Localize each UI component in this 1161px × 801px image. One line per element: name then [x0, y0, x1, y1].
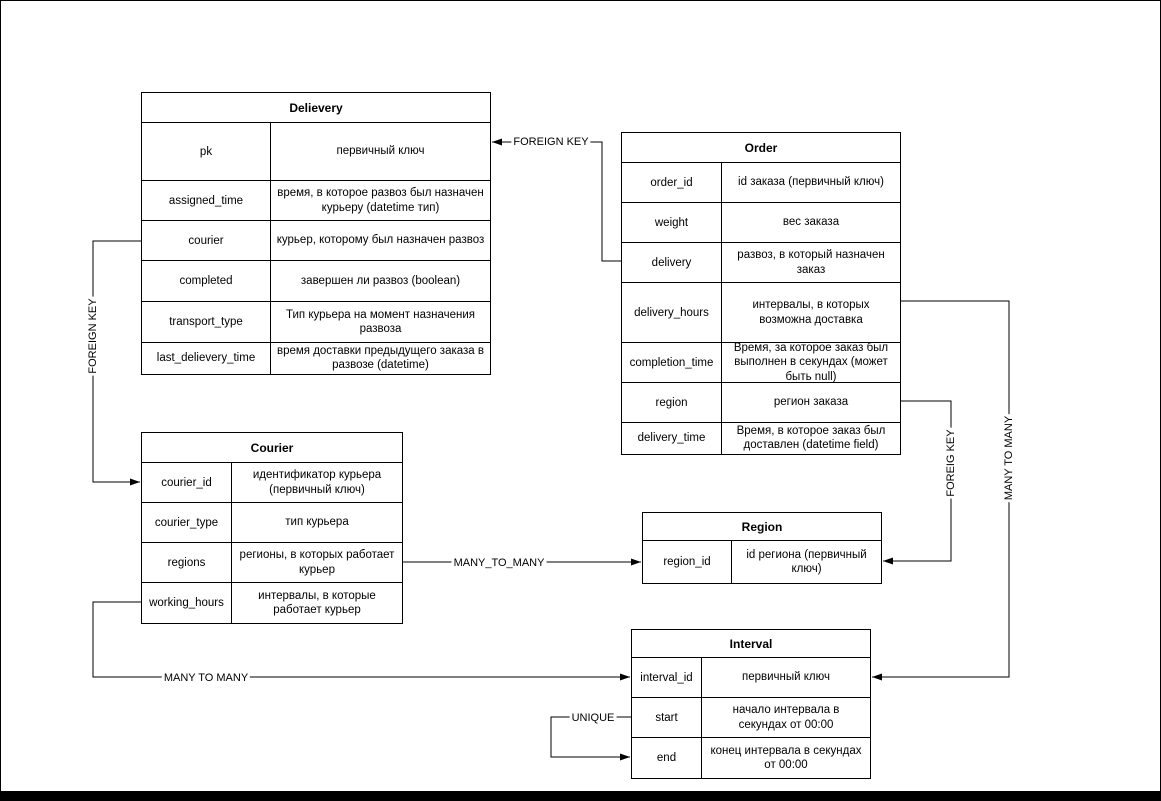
field-name-cell: pk	[142, 123, 271, 180]
relationship-label-foreign-key-delievery-courier: FOREIGN KEY	[87, 296, 99, 376]
table-row: region_id id региона (первичный ключ)	[643, 541, 881, 583]
table-row: courier_type тип курьера	[142, 503, 402, 543]
field-desc-cell: регион заказа	[773, 396, 849, 409]
table-row: order_id id заказа (первичный ключ)	[622, 163, 900, 203]
field-name-cell: start	[632, 698, 702, 737]
field-desc-cell: первичный ключ	[741, 671, 830, 684]
table-row: weight вес заказа	[622, 203, 900, 243]
edge-delievery-to-courier	[92, 240, 141, 486]
table-row: end конец интервала в секундах от 00:00	[632, 738, 870, 778]
table-row: last_delievery_time время доставки преды…	[142, 343, 490, 374]
table-row: delivery_hours интервалы, в которых возм…	[622, 283, 900, 343]
field-desc-cell: Время, за которое заказ был выполнен в с…	[733, 341, 889, 383]
field-name-cell: region	[622, 383, 722, 422]
table-row: courier_id идентификатор курьера (первич…	[142, 463, 402, 503]
table-title: Order	[622, 133, 900, 163]
table-interval: Interval interval_id первичный ключ star…	[631, 629, 871, 779]
field-name-cell: courier_id	[142, 463, 232, 502]
table-row: working_hours интервалы, в которые работ…	[142, 583, 402, 623]
field-name-cell: end	[632, 738, 702, 778]
table-row: courier курьер, которому был назначен ра…	[142, 221, 490, 261]
field-desc-cell: id региона (первичный ключ)	[746, 548, 867, 575]
table-row: interval_id первичный ключ	[632, 658, 870, 698]
field-desc-cell: интервалы, в которых возможна доставка	[752, 299, 870, 326]
field-desc-cell: идентификатор курьера (первичный ключ)	[252, 469, 382, 496]
table-title: Interval	[632, 630, 870, 658]
field-desc-cell: курьер, которому был назначен развоз	[276, 234, 485, 247]
table-title: Courier	[142, 433, 402, 463]
relationship-label-foreign-key-order-delievery: FOREIGN KEY	[511, 136, 591, 148]
field-desc-cell: интервалы, в которые работает курьер	[258, 589, 376, 616]
field-name-cell: completed	[142, 261, 271, 301]
field-name-cell: completion_time	[622, 343, 722, 382]
field-name-cell: assigned_time	[142, 181, 271, 220]
field-name-cell: last_delievery_time	[142, 343, 271, 374]
field-name-cell: delivery	[622, 243, 722, 282]
field-name-cell: courier	[142, 221, 271, 260]
field-desc-cell: время доставки предыдущего заказа в разв…	[276, 345, 485, 372]
field-name-cell: delivery_hours	[622, 283, 722, 342]
field-name-cell: weight	[622, 203, 722, 242]
table-row: start начало интервала в секундах от 00:…	[632, 698, 870, 738]
field-desc-cell: id заказа (первичный ключ)	[738, 176, 884, 189]
table-row: delivery_time Время, в которое заказ был…	[622, 423, 900, 454]
table-row: pk первичный ключ	[142, 123, 490, 181]
field-desc-cell: вес заказа	[782, 216, 840, 229]
relationship-label-many-to-many-courier-interval: MANY TO MANY	[161, 672, 251, 684]
table-delievery: Delievery pk первичный ключ assigned_tim…	[141, 92, 491, 375]
table-courier: Courier courier_id идентификатор курьера…	[141, 432, 403, 624]
field-desc-cell: первичный ключ	[336, 145, 425, 158]
table-row: delivery развоз, в который назначен зака…	[622, 243, 900, 283]
field-desc-cell: время, в которое развоз был назначен кур…	[277, 187, 484, 214]
table-title: Region	[643, 513, 881, 541]
field-desc-cell: развоз, в который назначен заказ	[737, 249, 885, 276]
field-desc-cell: Тип курьера на момент назначения развоза	[285, 308, 476, 335]
field-name-cell: order_id	[622, 163, 722, 202]
field-name-cell: regions	[142, 543, 232, 582]
table-region: Region region_id id региона (первичный к…	[642, 512, 882, 584]
field-desc-cell: тип курьера	[285, 516, 349, 529]
table-row: regions регионы, в которых работает курь…	[142, 543, 402, 583]
field-name-cell: working_hours	[142, 583, 232, 623]
bottom-border-bar	[1, 791, 1160, 800]
relationship-label-foreig-key-order-region: FOREIG KEY	[945, 427, 957, 499]
field-desc-cell: завершен ли развоз (boolean)	[300, 274, 461, 287]
field-name-cell: delivery_time	[622, 423, 722, 454]
table-row: completed завершен ли развоз (boolean)	[142, 261, 490, 302]
field-desc-cell: регионы, в которых работает курьер	[239, 549, 395, 576]
table-row: transport_type Тип курьера на момент наз…	[142, 302, 490, 343]
table-row: completion_time Время, за которое заказ …	[622, 341, 900, 383]
field-desc-cell: начало интервала в секундах от 00:00	[732, 704, 840, 731]
field-name-cell: courier_type	[142, 503, 232, 542]
field-name-cell: region_id	[643, 541, 732, 583]
field-desc-cell: конец интервала в секундах от 00:00	[710, 744, 862, 771]
table-title: Delievery	[142, 93, 490, 123]
field-name-cell: transport_type	[142, 302, 271, 342]
relationship-label-unique-interval: UNIQUE	[569, 712, 617, 724]
field-desc-cell: Время, в которое заказ был доставлен (da…	[736, 425, 886, 452]
table-row: region регион заказа	[622, 383, 900, 423]
relationship-label-many-to-many-courier-region: MANY_TO_MANY	[451, 557, 547, 569]
field-name-cell: interval_id	[632, 658, 702, 697]
relationship-label-many-to-many-order-interval: MANY TO MANY	[1003, 413, 1015, 503]
edge-order-to-delievery	[492, 138, 621, 262]
table-row: assigned_time время, в которое развоз бы…	[142, 181, 490, 221]
table-order: Order order_id id заказа (первичный ключ…	[621, 132, 901, 455]
